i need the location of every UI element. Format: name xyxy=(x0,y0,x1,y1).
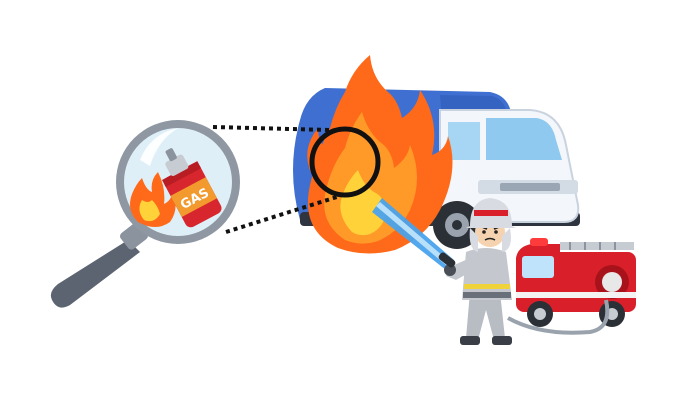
gas-canister-icon: GAS xyxy=(162,148,222,228)
fire-engine-ladder xyxy=(560,242,634,250)
guide-line-top xyxy=(212,125,331,132)
fire-engine xyxy=(507,238,636,335)
hose-nozzle xyxy=(438,252,456,268)
coat-reflective-band xyxy=(464,284,510,289)
water-stream-core xyxy=(376,202,450,266)
flame-inner xyxy=(340,170,386,236)
magnifier-handle xyxy=(50,240,140,308)
lens-flame xyxy=(130,172,176,227)
canister-nozzle xyxy=(165,148,177,162)
firefighter-boot-right xyxy=(492,336,512,345)
firefighter-legs xyxy=(466,292,505,340)
helmet-neck-flap xyxy=(469,228,511,252)
firefighter xyxy=(438,198,516,345)
fire-engine-siren xyxy=(530,238,548,246)
fire-engine-window xyxy=(522,256,554,278)
truck-front-wheel xyxy=(433,201,481,249)
focus-ring xyxy=(309,126,381,198)
helmet-red-band xyxy=(474,210,508,216)
canister-band xyxy=(162,161,202,188)
lens-glare xyxy=(140,128,178,166)
firefighter-belt xyxy=(463,292,511,298)
truck-side-window xyxy=(448,122,480,160)
fire-engine-front-wheel xyxy=(527,301,553,327)
canister-label-stripe xyxy=(170,177,218,218)
truck-windshield xyxy=(486,118,562,160)
firefighter-boot-left xyxy=(460,336,480,345)
guide-line-bottom xyxy=(225,194,341,234)
water-spray xyxy=(372,198,454,270)
fire-engine-stripe xyxy=(516,292,636,298)
firefighter-glove xyxy=(444,264,456,276)
fire-hose xyxy=(507,299,610,335)
fire-flames xyxy=(307,55,453,254)
focus-indicator xyxy=(212,125,381,234)
magnifying-glass-icon: GAS xyxy=(50,120,240,308)
truck-grille xyxy=(500,183,560,191)
